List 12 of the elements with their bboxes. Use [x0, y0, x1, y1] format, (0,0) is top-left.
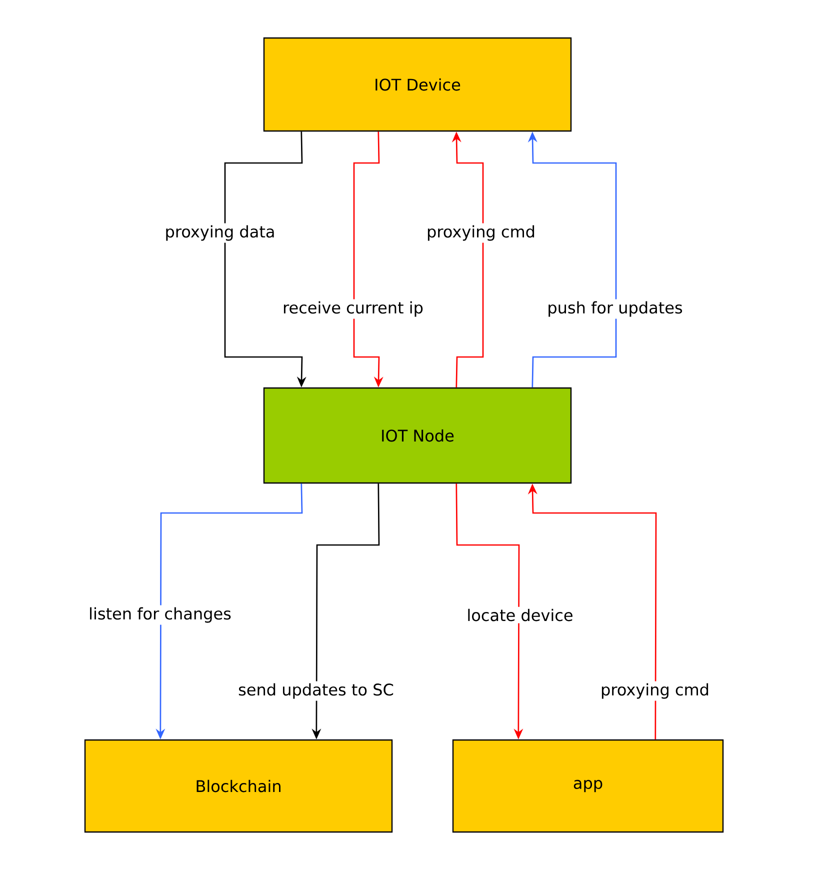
edge-label: listen for changes — [86, 605, 234, 625]
process-box: app — [452, 739, 724, 833]
edge-label: receive current ip — [280, 299, 426, 319]
edge-label: push for updates — [545, 299, 685, 319]
edge-label: proxying cmd — [598, 681, 712, 701]
edge-label: proxying data — [162, 223, 278, 243]
process-box: Blockchain — [84, 739, 393, 833]
edge-label: locate device — [464, 606, 576, 624]
process-box: IOT Node — [263, 387, 572, 484]
edge-label: proxying cmd — [424, 223, 538, 243]
edge-label: send updates to SC — [236, 681, 396, 701]
process-box: IOT Device — [263, 37, 572, 132]
